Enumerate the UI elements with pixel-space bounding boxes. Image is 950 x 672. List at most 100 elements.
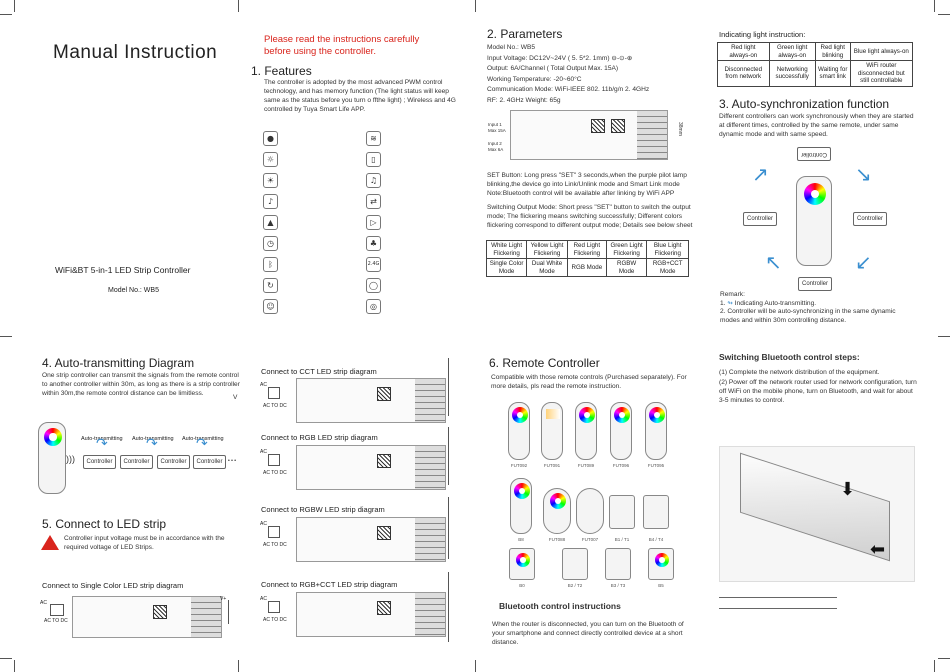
manual-title: Manual Instruction	[53, 42, 218, 63]
crop-mark	[238, 0, 239, 12]
color-wheel	[804, 183, 826, 205]
model-number: Model No.: WB5	[108, 287, 159, 294]
controller-box: Controller	[798, 277, 832, 291]
face-icon: ☺	[263, 299, 278, 314]
mode-cell: RGB+CCT Mode	[646, 258, 689, 277]
light-cell: Disconnected from network	[717, 60, 770, 87]
rgbw-title: Connect to RGBW LED strip diagram	[261, 505, 385, 514]
terminal-block	[637, 111, 667, 159]
mode-table: White Light Flickering Yellow Light Flic…	[485, 240, 689, 277]
qr-code	[377, 601, 391, 615]
led-strip	[448, 358, 460, 416]
remote-label: FUT088	[548, 537, 566, 542]
acdc-label: AC TO DC	[44, 618, 68, 624]
parameters-list: Model No.: WB5 Input Voltage: DC12V~24V …	[487, 43, 649, 106]
color-wheel	[649, 407, 665, 423]
single-color-title: Connect to Single Color LED strip diagra…	[42, 581, 184, 590]
dimension-label: 38mm	[677, 122, 683, 136]
remote-fut095	[645, 402, 667, 460]
light-cell: Blue light always-on	[849, 42, 914, 61]
qr-code	[611, 119, 625, 133]
rgbcct-title: Connect to RGB+CCT LED strip diagram	[261, 580, 398, 589]
remote-fut089	[575, 402, 597, 460]
bluetooth-instr-text: When the router is disconnected, you can…	[492, 621, 684, 646]
terminal-block	[415, 446, 445, 489]
mode-cell: Green Light Flickering	[605, 240, 648, 259]
terminal-block	[415, 379, 445, 422]
param-line: Input Voltage: DC12V~24V ( 5. 5*2. 1mm) …	[487, 54, 633, 62]
led-strip	[448, 572, 460, 642]
remote-label: B8	[518, 537, 524, 542]
octopus-icon: ♣	[366, 236, 381, 251]
sun-icon: ☀	[263, 173, 278, 188]
sync-arrow-icon: ↘	[855, 162, 872, 186]
bt-step1: (1) Complete the network distribution of…	[719, 369, 880, 376]
bt-switch-heading: Switching Bluetooth control steps:	[719, 352, 860, 362]
crop-mark	[934, 0, 935, 12]
ac-label: AC	[40, 600, 47, 606]
color-wheel	[512, 407, 528, 423]
sync-arrow-icon: ↖	[765, 250, 782, 274]
transmit-arrow-icon: ↷	[196, 436, 208, 452]
light-cell: WiFi router disconnected but still contr…	[849, 60, 914, 87]
notice-line2: before using the controller.	[264, 46, 376, 57]
connect-heading: 5. Connect to LED strip	[42, 517, 167, 531]
led-strip	[228, 600, 240, 624]
remote-label: FUT091	[543, 463, 561, 468]
controller-box: Controller	[743, 212, 777, 226]
play-icon: ▷	[366, 215, 381, 230]
scene-icon: ▲	[263, 215, 278, 230]
param-line: RF: 2. 4GHz Weight: 65g	[487, 96, 561, 104]
light-cell: Green light always-on	[768, 42, 816, 61]
remote-label: B0	[519, 583, 525, 588]
auto-sync-heading: 3. Auto-synchronization function	[719, 97, 890, 111]
light-instruction-heading: Indicating light instruction:	[719, 30, 806, 39]
mic-icon: ♫	[366, 173, 381, 188]
remote-label: B4 / T4	[648, 537, 664, 542]
remote-label: FUT089	[577, 463, 595, 468]
param-line: Model No.: WB5	[487, 44, 536, 51]
cct-slider	[546, 409, 560, 419]
remote-b4t4	[643, 495, 669, 529]
crop-mark	[14, 0, 15, 12]
mode-cell: RGBW Mode	[605, 258, 648, 277]
remote-label: FUT092	[510, 463, 528, 468]
param-line: Working Temperature: -20~60°C	[487, 75, 582, 83]
qr-code	[591, 119, 605, 133]
v-plus-label: V+	[220, 596, 227, 602]
timer-icon: ◷	[263, 236, 278, 251]
remote-label: FUT007	[581, 537, 599, 542]
rgb-controller-drawing	[296, 445, 446, 490]
crop-mark	[0, 14, 12, 15]
cct-controller-drawing	[296, 378, 446, 423]
qr-code	[377, 387, 391, 401]
led-strip	[448, 427, 460, 485]
sync-icon: ↻	[263, 278, 278, 293]
ellipsis: • • •	[228, 458, 237, 464]
light-cell: Waiting for smart link	[814, 60, 851, 87]
color-wheel	[44, 428, 62, 446]
transmit-label: Auto-transmitting	[132, 436, 174, 442]
color-wheel	[655, 553, 669, 567]
warning-icon	[41, 535, 59, 550]
color-wheel	[579, 407, 595, 423]
alexa-icon: ◯	[366, 278, 381, 293]
crop-mark	[938, 658, 950, 659]
power-adapter	[268, 454, 280, 466]
remote-control	[796, 176, 832, 266]
controller-drawing	[72, 596, 222, 638]
color-wheel	[516, 553, 530, 567]
acdc-label: AC TO DC	[263, 403, 287, 409]
color-wheel	[550, 493, 566, 509]
left-arrow-icon: ⬅	[870, 539, 886, 560]
features-text: The controller is adopted by the most ad…	[264, 79, 456, 113]
palette-icon: ●	[263, 131, 278, 146]
bluetooth-instr-heading: Bluetooth control instructions	[499, 601, 621, 611]
controller-box: Controller	[120, 455, 153, 469]
mode-cell: RGB Mode	[566, 258, 607, 277]
crop-mark	[934, 660, 935, 672]
qr-code	[377, 526, 391, 540]
transmit-icon: ↬	[727, 300, 733, 307]
controller-box: Controller	[83, 455, 116, 469]
controller-product-drawing	[510, 110, 668, 160]
